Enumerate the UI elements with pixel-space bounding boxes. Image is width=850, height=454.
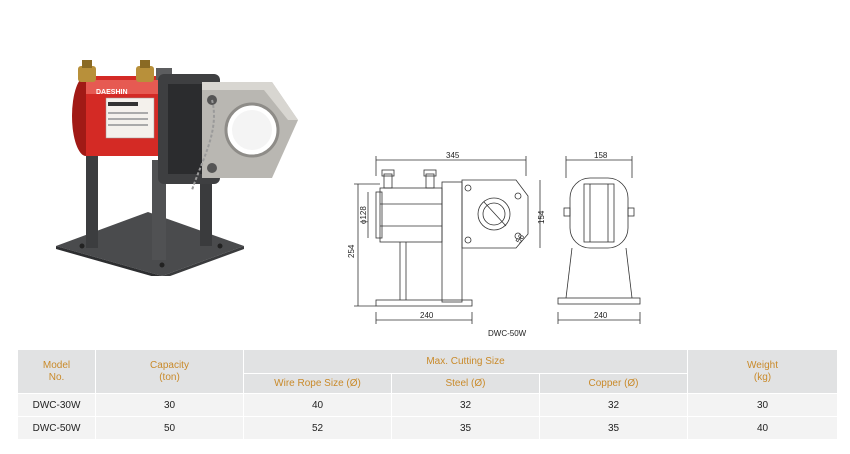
brand-tag: DAESHIN bbox=[96, 89, 128, 96]
cell-copper: 32 bbox=[538, 393, 689, 417]
header-weight: Weight (kg) bbox=[687, 349, 839, 394]
cell-model: DWC-30W bbox=[17, 393, 96, 417]
header-capacity: Capacity (ton) bbox=[95, 349, 244, 394]
spec-table: Model No. Capacity (ton) Max. Cutting Si… bbox=[17, 349, 839, 440]
cell-weight: 30 bbox=[687, 393, 839, 417]
cell-steel: 32 bbox=[391, 393, 540, 417]
header-model: Model No. bbox=[17, 349, 96, 394]
dim-side-top-width: 158 bbox=[594, 151, 608, 160]
drawing-label: DWC-50W bbox=[488, 329, 527, 338]
cell-copper: 35 bbox=[538, 416, 689, 440]
header-steel: Steel (Ø) bbox=[391, 373, 540, 394]
header-max-cutting: Max. Cutting Size bbox=[242, 349, 689, 374]
cell-capacity: 30 bbox=[95, 393, 244, 417]
dim-diameter: ϕ128 bbox=[359, 206, 368, 224]
dim-jaw-height: 154 bbox=[537, 210, 546, 224]
table-row: DWC-50W 50 52 35 35 40 bbox=[17, 416, 839, 440]
dim-bottom-side: 240 bbox=[594, 311, 608, 320]
dim-bottom-front: 240 bbox=[420, 311, 434, 320]
table-row: DWC-30W 30 40 32 32 30 bbox=[17, 393, 839, 417]
cell-wire-rope: 40 bbox=[243, 393, 392, 417]
cell-capacity: 50 bbox=[95, 416, 244, 440]
cell-steel: 35 bbox=[391, 416, 540, 440]
dim-height-total: 254 bbox=[347, 244, 356, 258]
header-wire-rope: Wire Rope Size (Ø) bbox=[243, 373, 392, 394]
cell-weight: 40 bbox=[687, 416, 839, 440]
cell-model: DWC-50W bbox=[17, 416, 96, 440]
cell-wire-rope: 52 bbox=[243, 416, 392, 440]
dim-top-width: 345 bbox=[446, 151, 460, 160]
header-copper: Copper (Ø) bbox=[538, 373, 689, 394]
product-photo: DAESHIN bbox=[56, 60, 298, 276]
technical-drawing: 345 158 240 240 254 ϕ128 154 56 DWC-50W bbox=[347, 151, 641, 338]
